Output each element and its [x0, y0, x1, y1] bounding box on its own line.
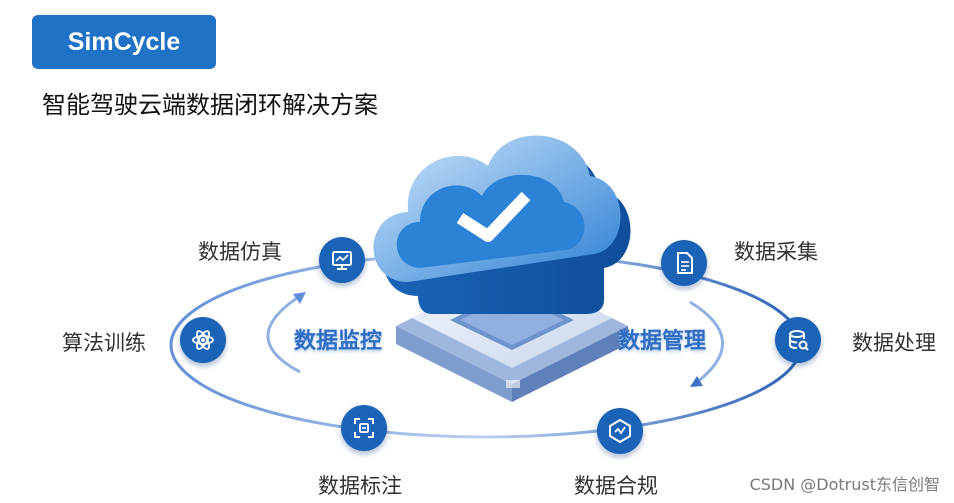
- label-training: 算法训练: [62, 331, 146, 355]
- watermark: CSDN @Dotrust东信创智: [749, 475, 940, 494]
- cloud-illustration: [373, 135, 631, 314]
- document-icon: [677, 252, 693, 274]
- inner-arrow-left: [266, 294, 301, 374]
- label-labeling: 数据标注: [318, 474, 402, 498]
- node-training: [180, 317, 226, 363]
- page-subtitle: 智能驾驶云端数据闭环解决方案: [42, 91, 378, 119]
- node-simulation: [319, 237, 365, 283]
- label-compliance: 数据合规: [574, 474, 658, 498]
- inner-arrow-right: [689, 300, 724, 385]
- shield-check-icon: [609, 418, 631, 444]
- label-simulation: 数据仿真: [198, 240, 282, 264]
- inner-arrow-right-head: [690, 376, 703, 387]
- cloud-check-icon: [456, 191, 531, 242]
- database-icon: [789, 330, 809, 351]
- inner-label-monitoring: 数据监控: [294, 329, 383, 354]
- node-collection: [661, 240, 707, 286]
- inner-label-management: 数据管理: [618, 329, 707, 354]
- label-collection: 数据采集: [734, 240, 818, 264]
- atom-icon: [192, 330, 214, 350]
- node-processing: [775, 317, 821, 363]
- inner-arrow-left-head: [293, 292, 306, 304]
- brand-name: SimCycle: [67, 27, 181, 56]
- scan-icon: [354, 418, 374, 438]
- label-processing: 数据处理: [852, 331, 936, 355]
- node-labeling: [341, 405, 387, 451]
- node-compliance: [597, 408, 643, 454]
- monitor-icon: [332, 251, 352, 270]
- brand-badge: SimCycle: [32, 15, 216, 69]
